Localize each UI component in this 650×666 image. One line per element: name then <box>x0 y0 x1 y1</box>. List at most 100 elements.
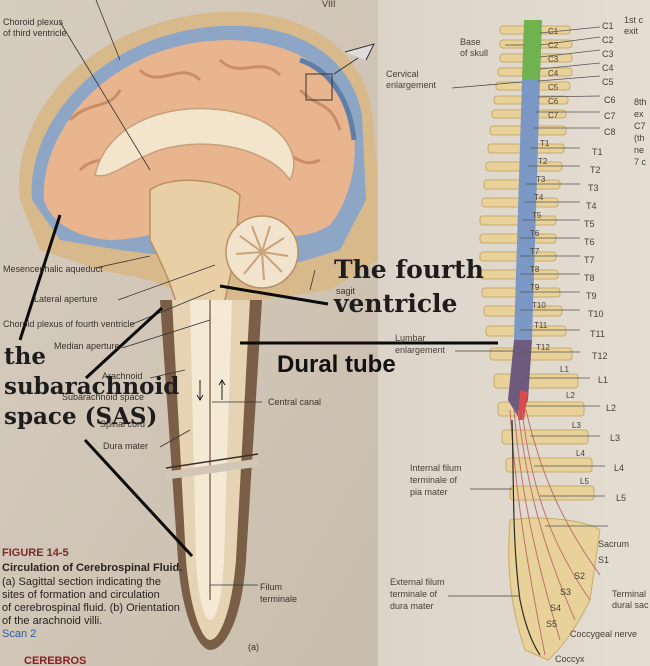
label-spinal-cord: Spinal cord <box>100 419 146 429</box>
vertebra-label-t8: T8 <box>530 265 540 274</box>
note-ex: ex <box>634 109 644 119</box>
label-external-filum-3: dura mater <box>390 601 434 611</box>
nerve-label-l4: L4 <box>614 463 625 473</box>
scan-link[interactable]: Scan 2 <box>2 628 37 640</box>
label-choroid-plexus-fourth: Choroid plexus of fourth ventricle <box>3 319 135 329</box>
nerve-label-c5: C5 <box>602 77 614 87</box>
label-lumbar-enlargement-2: enlargement <box>395 345 446 355</box>
nerve-label-c7: C7 <box>604 111 616 121</box>
nerve-label-t11: T11 <box>590 329 605 339</box>
nerve-label-l5: L5 <box>616 493 627 503</box>
label-internal-filum: Internal filum <box>410 463 462 473</box>
annotation-dural-tube: Dural tube <box>277 351 396 378</box>
note-th: (th <box>634 133 645 143</box>
label-terminal-dural-sac: Terminal <box>612 589 647 599</box>
label-sacrum: Sacrum <box>598 539 630 549</box>
label-cervical-enlargement: Cervical <box>386 69 419 79</box>
vertebra-label-c5: C5 <box>548 83 559 92</box>
label-base-of-skull: Base <box>460 37 481 47</box>
label-central-canal: Central canal <box>268 397 322 407</box>
nerve-label-s3: S3 <box>560 587 572 597</box>
nerve-label-c8: C8 <box>604 127 616 137</box>
vertebra-label-t2: T2 <box>538 157 548 166</box>
nerve-label-l3: L3 <box>610 433 621 443</box>
label-coccyx: Coccyx <box>555 654 585 664</box>
vertebra-label-c1: C1 <box>548 27 559 36</box>
vertebra-label-l5: L5 <box>580 477 589 486</box>
label-base-of-skull-2: of skull <box>460 48 489 58</box>
nerve-label-l2: L2 <box>606 403 617 413</box>
vertebra-label-c7: C7 <box>548 111 559 120</box>
nerve-label-t3: T3 <box>588 183 599 193</box>
nerve-label-c2: C2 <box>602 35 614 45</box>
nerve-label-c6: C6 <box>604 95 616 105</box>
nerve-label-t1: T1 <box>592 147 603 157</box>
vertebra-label-c2: C2 <box>548 41 559 50</box>
caption-line-3: of cerebrospinal fluid. (b) Orientation <box>2 602 180 614</box>
label-external-filum: External filum <box>390 577 445 587</box>
nerve-label-t8: T8 <box>584 273 595 283</box>
nerve-label-t10: T10 <box>588 309 604 319</box>
vertebra-label-c3: C3 <box>548 55 559 64</box>
label-panel-a: (a) <box>248 642 259 652</box>
nerve-label-l1: L1 <box>598 375 609 385</box>
nerve-label-t4: T4 <box>586 201 597 211</box>
label-filum-terminale-2: terminale <box>260 594 298 604</box>
label-internal-filum-2: terminale of <box>410 475 458 485</box>
nerve-label-c1: C1 <box>602 21 614 31</box>
leader-lines-left <box>59 0 316 586</box>
note-8th: 8th <box>634 97 647 107</box>
label-viii: VIII <box>322 0 336 9</box>
label-median-aperture: Median aperture <box>54 341 120 351</box>
caption-footer: CEREBROS <box>24 655 87 666</box>
note-7c: 7 c <box>634 157 647 167</box>
vertebra-label-t6: T6 <box>530 229 540 238</box>
label-coccygeal-nerve: Coccygeal nerve <box>570 629 638 639</box>
nerve-label-s2: S2 <box>574 571 586 581</box>
label-sagit: sagit <box>336 286 356 296</box>
annotation-fourth-ventricle-2: ventricle <box>334 289 458 318</box>
annotation-sas-2: subarachnoid <box>4 373 180 400</box>
nerve-label-t12: T12 <box>592 351 608 361</box>
caption-title: Circulation of Cerebrospinal Fluid. <box>2 562 183 574</box>
vertebra-label-t3: T3 <box>536 175 546 184</box>
nerve-label-t6: T6 <box>584 237 595 247</box>
vertebra-label-t5: T5 <box>532 211 542 220</box>
label-arachnoid: Arachnoid <box>102 371 143 381</box>
label-filum-terminale: Filum <box>260 582 282 592</box>
vertebra-label-t10: T10 <box>532 301 546 310</box>
spinal-tube <box>160 300 262 650</box>
vertebra-label-t4: T4 <box>534 193 544 202</box>
annotation-lines <box>18 214 498 558</box>
vertebra-label-l2: L2 <box>566 391 575 400</box>
vertebra-label-c4: C4 <box>548 69 559 78</box>
note-c7: C7 <box>634 121 646 131</box>
label-dura-mater: Dura mater <box>103 441 149 451</box>
nerve-label-s1: S1 <box>598 555 610 565</box>
vertebra-label-c6: C6 <box>548 97 559 106</box>
label-choroid-plexus-third: Choroid plexus <box>3 17 64 27</box>
nerve-label-c3: C3 <box>602 49 614 59</box>
nerve-label-t7: T7 <box>584 255 595 265</box>
caption-line-1: (a) Sagittal section indicating the <box>2 576 161 588</box>
caption-line-4: of the arachnoid villi. <box>2 615 103 627</box>
vertebra-label-t7: T7 <box>530 247 540 256</box>
nerve-label-s4: S4 <box>550 603 562 613</box>
label-subarachnoid-space: Subarachnoid space <box>62 392 145 402</box>
label-cervical-enlargement-2: enlargement <box>386 80 437 90</box>
nerve-label-s5: S5 <box>546 619 558 629</box>
annotation-fourth-ventricle-1: The fourth <box>334 255 484 284</box>
brain-section <box>19 11 378 321</box>
vertebra-label-t11: T11 <box>534 321 548 330</box>
annotation-sas-1: the <box>4 343 46 370</box>
caption-line-2: sites of formation and circulation <box>2 589 160 601</box>
vertebra-label-t9: T9 <box>530 283 540 292</box>
label-lateral-aperture: Lateral aperture <box>34 294 98 304</box>
note-ne: ne <box>634 145 645 155</box>
label-internal-filum-3: pia mater <box>410 487 448 497</box>
caption-line-5: Scan 2 <box>2 628 36 641</box>
annotation-sas-3: space (SAS) <box>4 403 158 430</box>
vertebra-label-t12: T12 <box>536 343 550 352</box>
